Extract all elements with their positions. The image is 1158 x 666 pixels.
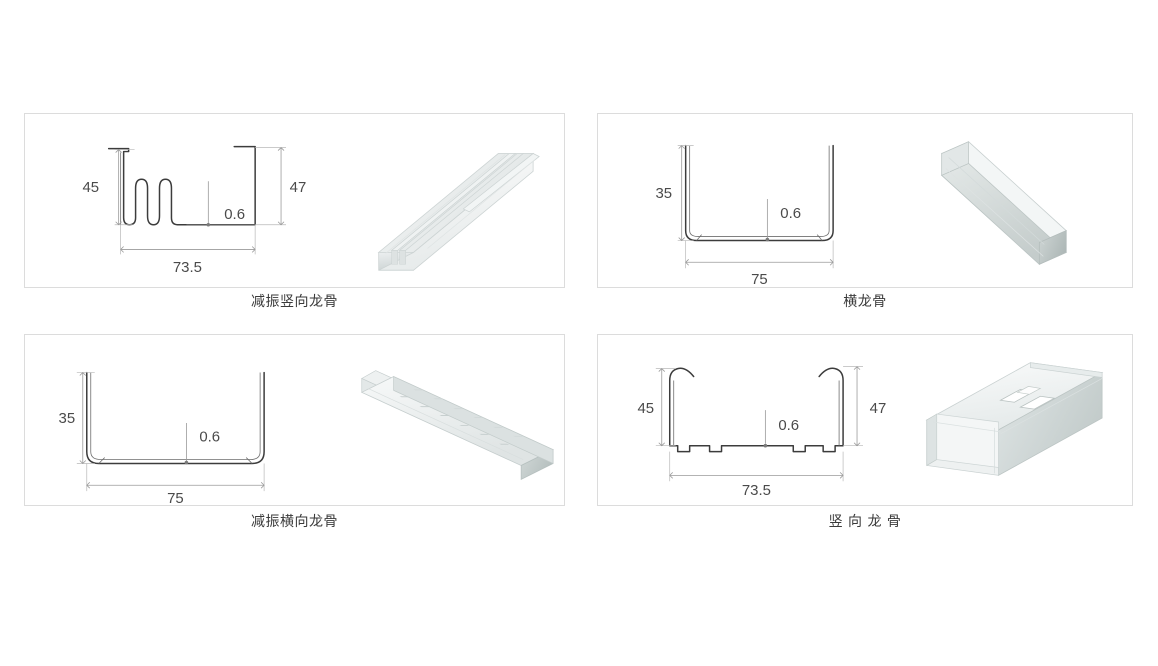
dim-left-height-panel1: 45 xyxy=(82,180,99,196)
drawing-horizontal-track: 35 75 0.6 xyxy=(655,141,1067,287)
dim-left-height-panel3: 35 xyxy=(59,411,76,427)
dim-thickness-panel3: 0.6 xyxy=(199,430,220,446)
dim-thickness-panel1: 0.6 xyxy=(224,207,245,223)
caption-vertical-stud: 竖 向 龙 骨 xyxy=(828,514,902,530)
panel-damping-horizontal-track: 35 75 0.6 xyxy=(24,334,565,506)
dim-right-height-panel4: 47 xyxy=(870,401,887,417)
drawing-damping-horizontal-track: 35 75 0.6 xyxy=(59,370,554,505)
caption-damping-vertical-stud: 减振竖向龙骨 xyxy=(251,294,338,310)
3d-render-damping-horizontal-track xyxy=(360,370,554,480)
dim-width-panel2: 75 xyxy=(751,272,768,287)
drawing-damping-vertical-stud: 45 47 73.5 0.6 xyxy=(82,145,540,276)
panel-vertical-stud: 45 47 73.5 0.6 xyxy=(597,334,1133,506)
caption-damping-horizontal-track: 减振横向龙骨 xyxy=(251,514,338,530)
dim-left-height-panel2: 35 xyxy=(655,186,672,202)
dim-thickness-panel4: 0.6 xyxy=(778,418,799,434)
panel-horizontal-track: 35 75 0.6 xyxy=(597,113,1133,288)
drawing-vertical-stud: 45 47 73.5 0.6 xyxy=(638,362,1104,499)
3d-render-damping-vertical-stud xyxy=(377,152,540,271)
dim-right-height-panel1: 47 xyxy=(290,180,307,196)
3d-render-vertical-stud xyxy=(925,362,1104,477)
caption-horizontal-track: 横龙骨 xyxy=(843,294,887,310)
dim-width-panel4: 73.5 xyxy=(742,483,771,499)
panel-damping-vertical-stud: 45 47 73.5 0.6 xyxy=(24,113,565,288)
3d-render-horizontal-track xyxy=(940,141,1067,266)
dim-thickness-panel2: 0.6 xyxy=(780,206,801,222)
dim-width-panel1: 73.5 xyxy=(173,260,202,276)
dim-width-panel3: 75 xyxy=(167,491,184,505)
dim-left-height-panel4: 45 xyxy=(638,401,655,417)
